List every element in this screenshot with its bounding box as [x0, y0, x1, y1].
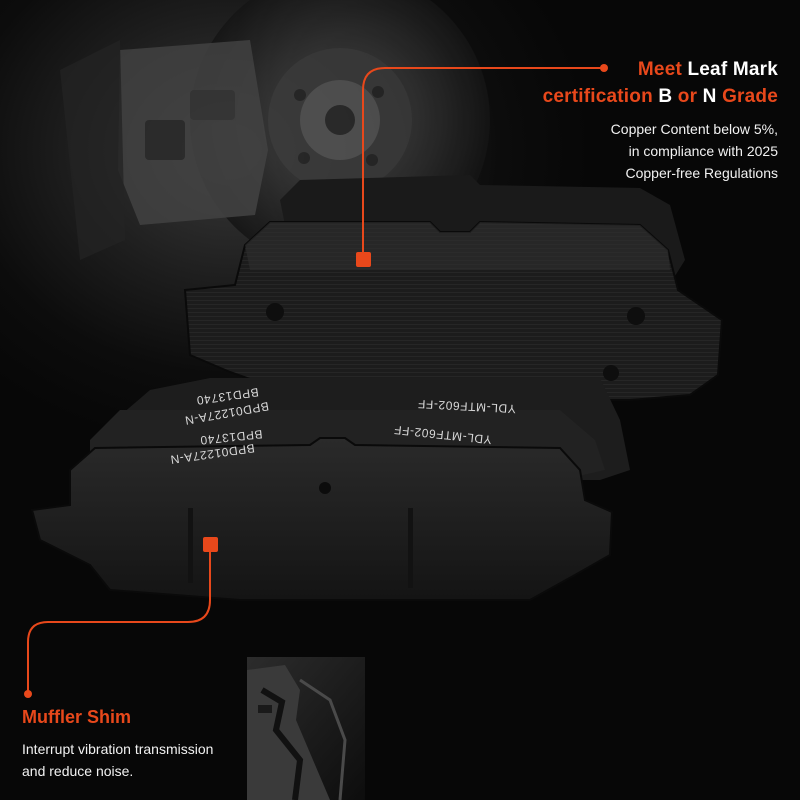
top-callout-marker: [356, 252, 371, 267]
leaf-mark-heading: Meet Leaf Mark certification B or N Grad…: [543, 56, 778, 110]
bottom-callout-marker: [203, 537, 218, 552]
heading-grade-b: B: [658, 86, 673, 107]
shim-detail-inset: [247, 657, 365, 800]
leaf-mark-heading-line1: Meet Leaf Mark: [543, 56, 778, 83]
muffler-shim-heading: Muffler Shim: [22, 707, 132, 727]
heading-grade-n: N: [702, 86, 717, 107]
rear-brake-pad: [183, 175, 724, 401]
copper-content-description: Copper Content below 5%, in compliance w…: [518, 118, 778, 184]
rear-pad-mtf: YDL-MTF602-FF: [417, 397, 516, 416]
leaf-mark-heading-line2: certification B or N Grade: [543, 83, 778, 110]
copper-description-line: Copper-free Regulations: [625, 165, 778, 181]
heading-meet: Meet: [637, 59, 682, 80]
heading-leaf-mark: Leaf Mark: [687, 59, 778, 80]
copper-description-line: in compliance with 2025: [628, 143, 778, 159]
shim-description-line: Interrupt vibration transmission: [22, 741, 214, 757]
heading-grade: Grade: [722, 86, 778, 107]
shim-description-line: and reduce noise.: [22, 763, 134, 779]
copper-description-line: Copper Content below 5%,: [610, 121, 778, 137]
front-pad-part-number: BPD13740: [199, 427, 263, 447]
front-brake-pad: [30, 378, 630, 601]
heading-certification: certification: [542, 86, 653, 107]
heading-or: or: [677, 86, 698, 107]
callout-connectors: [24, 64, 608, 698]
muffler-shim-description: Interrupt vibration transmission and red…: [22, 738, 252, 782]
